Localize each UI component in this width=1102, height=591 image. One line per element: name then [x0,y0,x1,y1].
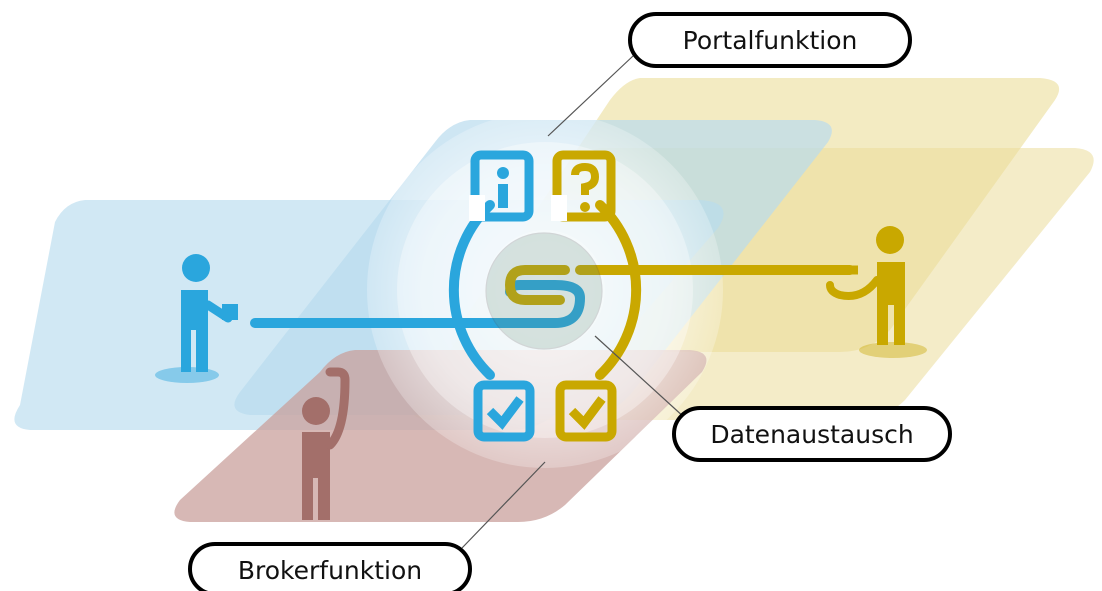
info-icon [469,150,534,222]
person-icon [302,367,350,520]
check-icon [555,380,617,442]
callout-exchange: Datenaustausch [672,406,952,462]
callout-portal-label: Portalfunktion [683,26,858,55]
exchange-hook-icon [485,232,603,350]
leader-lines [461,55,686,549]
callout-portal: Portalfunktion [628,12,912,68]
callout-broker-label: Brokerfunktion [238,556,422,585]
person-icon [155,254,233,383]
question-icon [551,150,616,222]
person-icon [826,226,927,358]
callout-broker: Brokerfunktion [188,542,472,591]
check-icon [473,380,535,442]
callout-exchange-label: Datenaustausch [710,420,913,449]
